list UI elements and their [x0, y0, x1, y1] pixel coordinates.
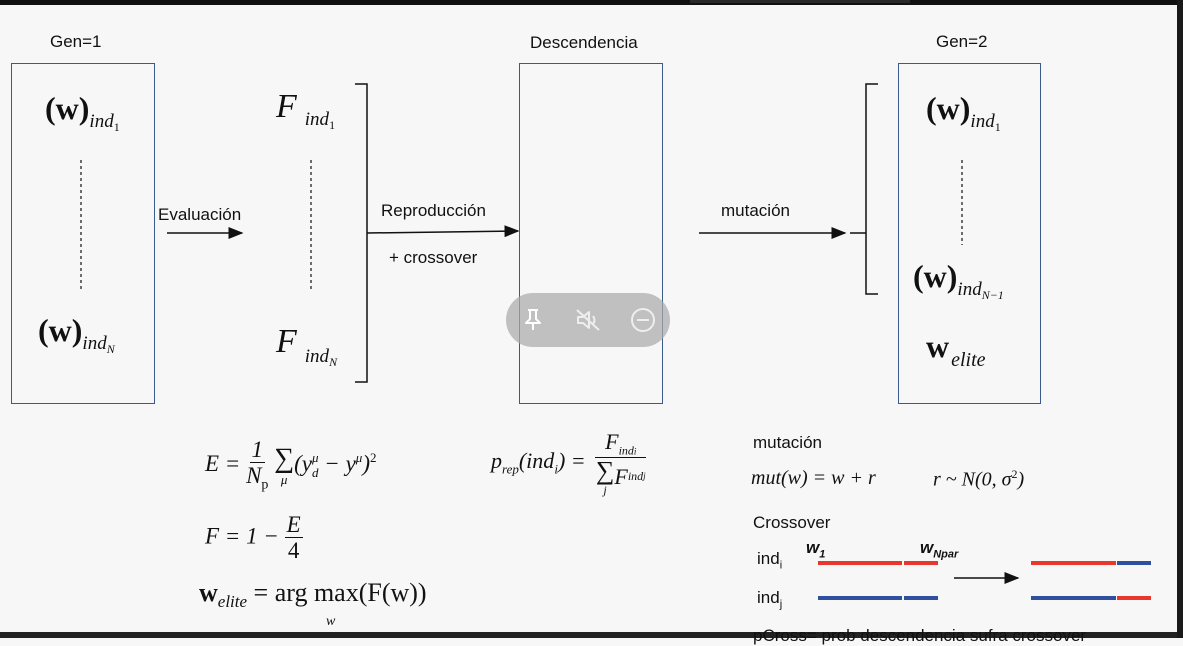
ind-i-label: indi	[757, 549, 783, 572]
gen2-box	[898, 63, 1041, 404]
gen2-bracket	[850, 83, 878, 295]
crossover-section-title: Crossover	[753, 513, 831, 532]
elite-formula: welite = arg max(F(w))	[199, 578, 427, 611]
descendencia-title: Descendencia	[530, 33, 638, 52]
window-right-edge	[1177, 0, 1183, 638]
gen1-title: Gen=1	[50, 32, 102, 51]
window-top-tab	[690, 0, 910, 3]
reproduccion-label: Reproducción	[381, 201, 486, 220]
gen2-w-ind1: (w)ind1	[926, 90, 1001, 134]
window-bottom-edge	[0, 632, 1177, 638]
video-overlay-controls	[506, 293, 670, 347]
window-top-bar	[0, 0, 1183, 5]
descendencia-box	[519, 63, 663, 404]
wNpar-label: wNpar	[920, 538, 959, 561]
mute-icon[interactable]	[568, 300, 608, 340]
minus-circle-icon[interactable]	[623, 300, 663, 340]
mutation-distribution: r ~ N(0, σ2)	[933, 467, 1025, 491]
reproduccion-arrow	[366, 225, 520, 238]
gen1-box	[11, 63, 155, 404]
mutation-formula: mut(w) = w + r	[751, 467, 876, 489]
pcross-footer: pCross= prob descendencia sufra crossove…	[753, 626, 1087, 645]
crossover-label: + crossover	[389, 248, 478, 267]
mutacion-arrow-label: mutación	[721, 201, 790, 220]
mutacion-section-title: mutación	[753, 433, 822, 452]
fitness-bracket	[355, 83, 368, 383]
ind-j-label: indj	[757, 588, 783, 611]
gen2-title: Gen=2	[936, 32, 988, 51]
elite-argmax-index: w	[326, 614, 336, 629]
pin-icon[interactable]	[513, 300, 553, 340]
gen2-w-indN-1: (w)indN−1	[913, 258, 1004, 302]
w1-label: w1	[806, 538, 826, 561]
evaluacion-label: Evaluación	[158, 205, 242, 224]
gen1-w-indN: (w)indN	[38, 312, 115, 356]
gen1-w-ind1: (w)ind1	[45, 90, 120, 134]
